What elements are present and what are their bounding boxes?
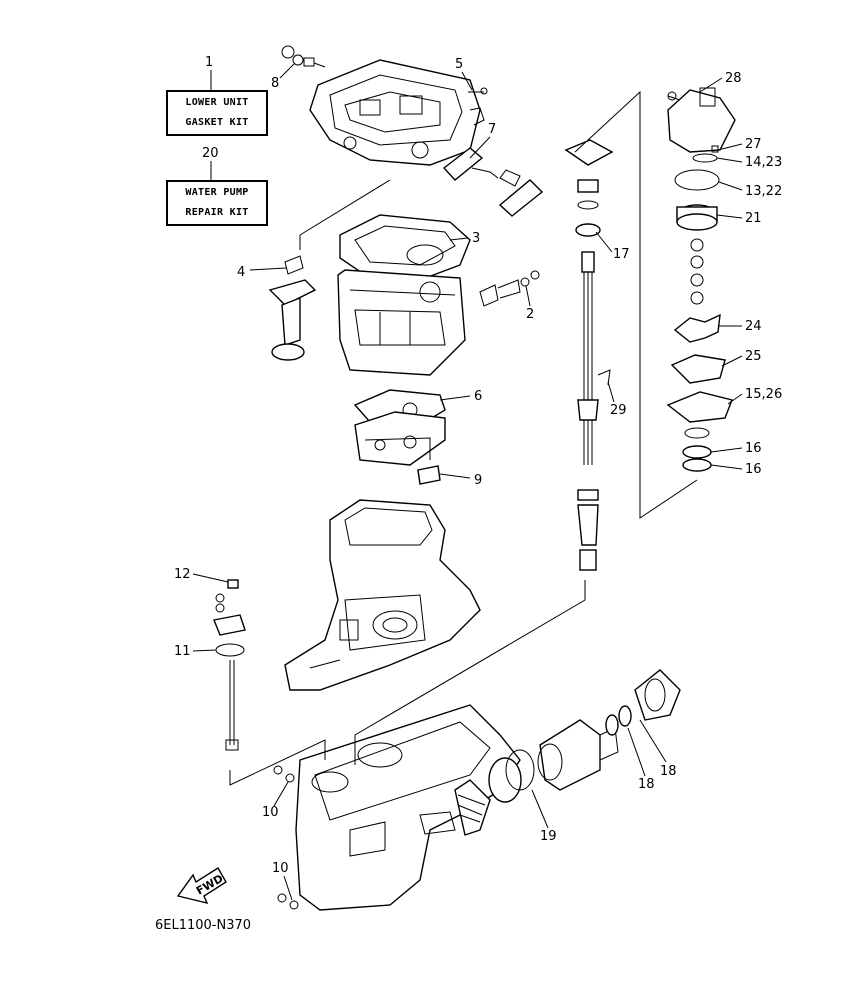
part-8-block (417, 465, 441, 485)
callout-5: 5 (455, 57, 463, 72)
part-6-plate (353, 389, 446, 466)
water-pump-stack (666, 87, 736, 472)
callout-25: 25 (745, 349, 762, 364)
callout-10-b: 10 (272, 861, 289, 876)
callout-21: 21 (745, 211, 762, 226)
callout-16-b: 16 (745, 462, 762, 477)
propeller-shaft-housing (454, 669, 681, 836)
callout-4: 4 (237, 265, 245, 280)
part-10-bolts (273, 765, 299, 910)
water-pump-kit-line1: WATER PUMP (185, 187, 249, 198)
callout-7: 7 (488, 122, 496, 137)
part-5-screw (468, 87, 488, 95)
callout-24: 24 (745, 319, 762, 334)
water-pump-kit-line2: REPAIR KIT (185, 207, 249, 218)
callout-18-a: 18 (638, 777, 655, 792)
part-7-cover (442, 147, 544, 217)
upper-lower-case-part (337, 214, 471, 376)
callout-6: 6 (474, 389, 482, 404)
callout-18-b: 18 (660, 764, 677, 779)
callout-16-a: 16 (745, 441, 762, 456)
callout-3: 3 (472, 231, 480, 246)
gasket-kit-box: LOWER UNIT GASKET KIT (166, 90, 268, 136)
callout-28: 28 (725, 71, 742, 86)
callout-10-a: 10 (262, 805, 279, 820)
callout-17: 17 (613, 247, 630, 262)
gasket-kit-line1: LOWER UNIT (185, 97, 249, 108)
upper-casing-part (309, 59, 485, 166)
kit-number-1: 1 (205, 55, 213, 70)
callout-29: 29 (610, 403, 627, 418)
part-9-fitting (281, 45, 326, 68)
drive-shaft-part (564, 139, 614, 571)
callout-9: 8 (271, 76, 279, 91)
part-4-gasket (268, 255, 317, 361)
water-pump-kit-box: WATER PUMP REPAIR KIT (166, 180, 268, 226)
callout-19: 19 (540, 829, 557, 844)
fwd-arrow-icon: FWD (176, 867, 227, 905)
lower-casing-part (295, 704, 521, 911)
callout-15-26: 15,26 (745, 387, 782, 402)
callout-14-23: 14,23 (745, 155, 782, 170)
callout-8: 9 (474, 473, 482, 488)
part-11-12-shift (213, 579, 246, 751)
kit-number-20: 20 (202, 146, 219, 161)
drawing-code: 6EL1100-N370 (155, 918, 251, 933)
callout-13-22: 13,22 (745, 184, 782, 199)
callout-2: 2 (526, 307, 534, 322)
gasket-kit-line2: GASKET KIT (185, 117, 249, 128)
callout-12: 12 (174, 567, 191, 582)
lower-case-middle (284, 499, 481, 691)
callout-27: 27 (745, 137, 762, 152)
callout-11: 11 (174, 644, 191, 659)
part-2-seal (479, 270, 540, 307)
